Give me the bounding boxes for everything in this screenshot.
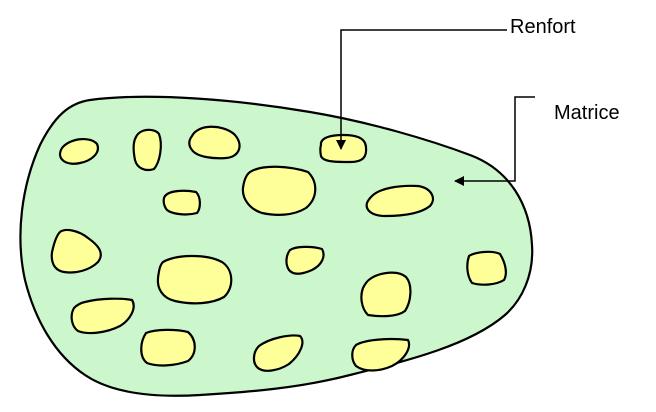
- particle: [189, 127, 239, 159]
- particle: [158, 256, 231, 303]
- particle: [467, 252, 506, 285]
- reinforcement-label: Renfort: [510, 17, 576, 37]
- particle: [141, 330, 195, 366]
- particle: [134, 130, 161, 170]
- particle: [243, 167, 315, 215]
- matrix-label: Matrice: [554, 103, 620, 123]
- particle: [164, 191, 200, 215]
- particle: [352, 339, 409, 370]
- particle: [320, 135, 366, 162]
- particle: [361, 273, 410, 317]
